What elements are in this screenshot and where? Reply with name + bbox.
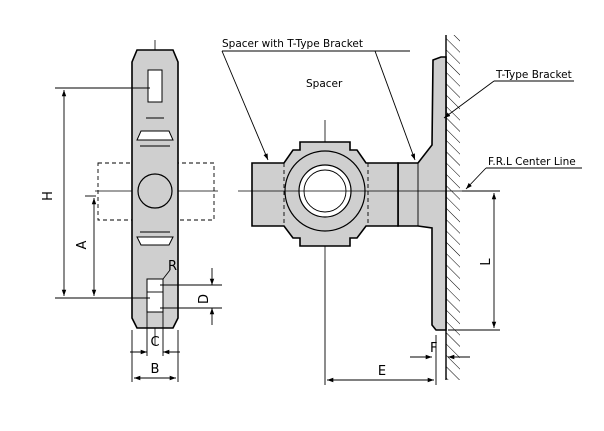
- dimension-A-label: A: [75, 240, 90, 249]
- dimension-R-label: R: [168, 259, 177, 274]
- annotation-spacer-with-bracket: Spacer with T-Type Bracket: [221, 38, 416, 161]
- annotation-frl-center-line: F.R.L Center Line: [465, 156, 582, 190]
- dimension-L-label: L: [479, 258, 494, 266]
- dimension-H: H: [41, 87, 150, 299]
- dimension-D-label: D: [197, 294, 212, 304]
- t-bracket-body: [397, 56, 447, 331]
- annotation-t-type-bracket: T-Type Bracket: [443, 69, 574, 119]
- spacer-body: [251, 120, 399, 260]
- label-frl-center-line: F.R.L Center Line: [488, 156, 576, 168]
- label-t-type-bracket: T-Type Bracket: [495, 69, 572, 81]
- label-spacer-with-bracket: Spacer with T-Type Bracket: [222, 38, 363, 50]
- dimension-L: L: [448, 190, 500, 331]
- side-view-bracket: [95, 40, 218, 345]
- dimension-B: B: [131, 330, 179, 382]
- dimension-A: A: [75, 195, 97, 296]
- dimension-E: E: [324, 260, 437, 385]
- bottom-slot: [146, 278, 164, 313]
- mounting-wall: [445, 35, 460, 380]
- wall-hatching: [446, 35, 460, 380]
- t-type-bracket: [397, 56, 447, 331]
- dimension-C: C: [130, 312, 180, 356]
- dimension-R-D: R D: [160, 259, 222, 325]
- dimension-E-label: E: [378, 364, 386, 379]
- label-spacer: Spacer: [306, 78, 343, 90]
- dimension-F-label: F: [430, 341, 437, 356]
- dimension-H-label: H: [41, 191, 56, 201]
- boss-circle: [137, 173, 173, 209]
- dimension-C-label: C: [150, 335, 159, 350]
- dimension-B-label: B: [151, 362, 160, 377]
- lower-tab: [136, 236, 174, 246]
- upper-tab: [136, 130, 174, 141]
- top-slot: [147, 69, 163, 103]
- dimension-F: F: [410, 341, 470, 360]
